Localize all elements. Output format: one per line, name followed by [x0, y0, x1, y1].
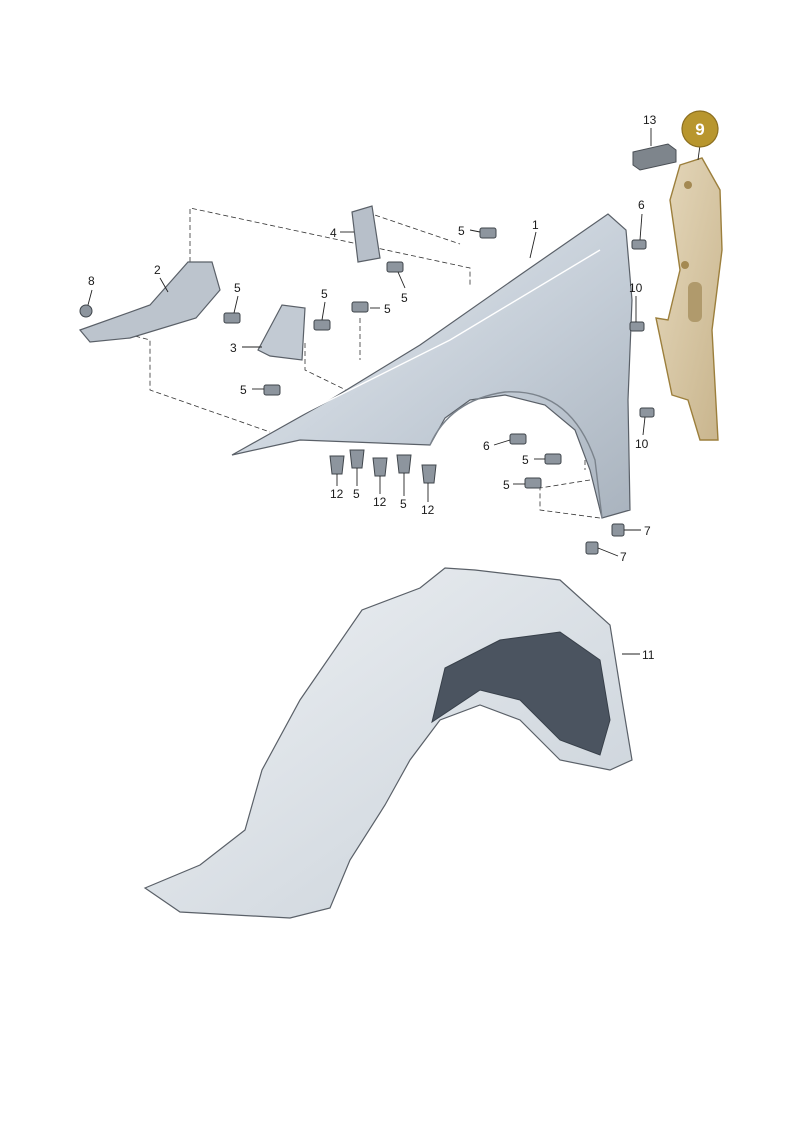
callout-6: 6: [483, 439, 490, 453]
bolt-icon: [631, 239, 647, 250]
bracket-part-3: [257, 304, 306, 361]
trim-hole: [684, 181, 692, 189]
bolt-icon: [509, 433, 527, 445]
callout-5: 5: [353, 487, 360, 501]
callout-12: 12: [373, 495, 387, 509]
clip-nut-icon: [349, 449, 365, 469]
callout-5: 5: [458, 224, 465, 238]
callout-10: 10: [635, 437, 649, 451]
clip-nut-icon: [396, 454, 412, 474]
trim-slot: [688, 282, 702, 322]
bolt-icon: [313, 319, 331, 331]
bolt-icon: [479, 227, 497, 239]
bolt-icon: [629, 321, 645, 332]
callout-8: 8: [88, 274, 95, 288]
callout-10: 10: [629, 281, 643, 295]
highlight-badge-circle: [681, 110, 719, 148]
callout-11: 11: [642, 648, 655, 662]
wheel-arch-edge: [429, 391, 603, 519]
bolt-icon: [351, 301, 369, 313]
callout-1: 1: [532, 218, 539, 232]
bolt-icon: [524, 477, 542, 489]
support-bracket-part-2: [78, 261, 221, 343]
callout-3: 3: [230, 341, 237, 355]
bracket-part-4: [351, 205, 381, 263]
clip-icon: [585, 541, 599, 555]
callout-5: 5: [234, 281, 241, 295]
callout-6: 6: [638, 198, 645, 212]
callout-5: 5: [401, 291, 408, 305]
callouts: 1 2 3 4 5 5 5 5 5 5 5 5 5 5 6 6 7 7 8 10…: [88, 113, 657, 662]
callout-5: 5: [400, 497, 407, 511]
callout-5: 5: [522, 453, 529, 467]
clip-nut-icon: [372, 457, 388, 477]
fasteners: [79, 227, 655, 555]
wheel-liner-part-11: [143, 567, 633, 919]
callout-12: 12: [421, 503, 435, 517]
callout-7: 7: [620, 550, 627, 564]
leader-lines: [87, 128, 701, 655]
clip-nut-icon: [421, 464, 437, 484]
callout-5: 5: [384, 302, 391, 316]
nut-icon: [79, 304, 93, 318]
highlight-badge: 9: [681, 110, 719, 148]
callout-4: 4: [330, 226, 337, 240]
bolt-icon: [639, 407, 655, 418]
trim-hole: [681, 261, 689, 269]
callout-5: 5: [321, 287, 328, 301]
foam-block-part-13: [632, 143, 677, 171]
bolt-icon: [223, 312, 241, 324]
callout-5: 5: [240, 383, 247, 397]
bolt-icon: [263, 384, 281, 396]
clip-icon: [611, 523, 625, 537]
bolt-icon: [386, 261, 404, 273]
callout-13: 13: [643, 113, 657, 127]
fender-crease-line: [299, 249, 601, 416]
clip-nut-icon: [329, 455, 345, 475]
bolt-icon: [544, 453, 562, 465]
callout-12: 12: [330, 487, 344, 501]
callout-5: 5: [503, 478, 510, 492]
callout-2: 2: [154, 263, 161, 277]
liner-inner-shadow: [431, 631, 611, 756]
highlight-badge-label: 9: [695, 120, 704, 139]
callout-7: 7: [644, 524, 651, 538]
